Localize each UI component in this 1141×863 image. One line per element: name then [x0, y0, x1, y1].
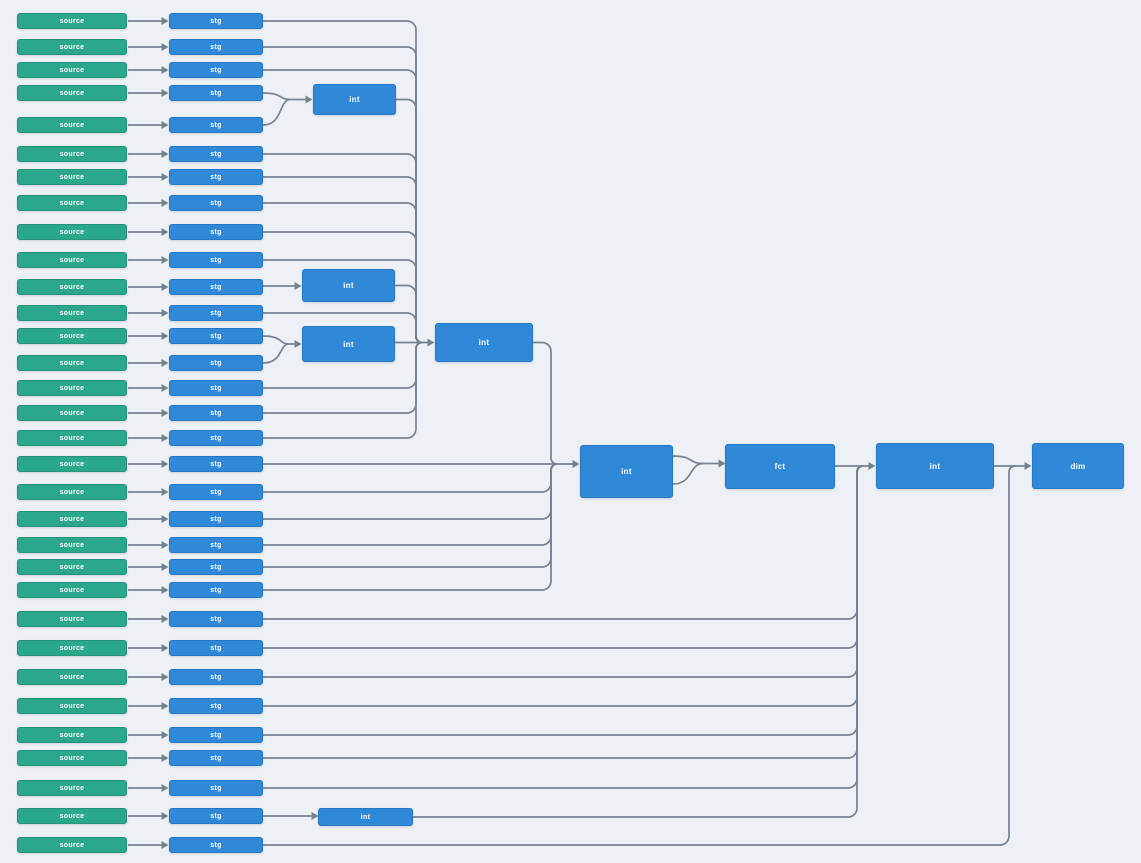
node-source-21[interactable]: source: [17, 537, 127, 553]
node-stg-22[interactable]: stg: [169, 559, 263, 575]
edge-trunk-into-int4: [263, 341, 423, 439]
edge-trunk-into-int6: [413, 465, 864, 818]
edge-int5-to-fct-double: [672, 455, 704, 465]
node-source-24[interactable]: source: [17, 611, 127, 627]
node-source-11[interactable]: source: [17, 279, 127, 295]
node-source-7[interactable]: source: [17, 169, 127, 185]
node-stg-32[interactable]: stg: [169, 837, 263, 853]
node-int4[interactable]: int: [435, 323, 533, 362]
edge-trunk-into-int4: [263, 312, 423, 344]
node-stg-7[interactable]: stg: [169, 169, 263, 185]
node-stg-27[interactable]: stg: [169, 698, 263, 714]
node-source-10[interactable]: source: [17, 252, 127, 268]
node-stg-2[interactable]: stg: [169, 39, 263, 55]
node-stg-20[interactable]: stg: [169, 511, 263, 527]
edge-trunk-into-dim: [263, 465, 1016, 846]
node-stg-13[interactable]: stg: [169, 328, 263, 344]
node-stg-11[interactable]: stg: [169, 279, 263, 295]
node-stg-19[interactable]: stg: [169, 484, 263, 500]
node-source-20[interactable]: source: [17, 511, 127, 527]
node-stg-15[interactable]: stg: [169, 380, 263, 396]
edge-stg4-stg5-to-int1: [262, 98, 291, 126]
node-stg-3[interactable]: stg: [169, 62, 263, 78]
node-stg-21[interactable]: stg: [169, 537, 263, 553]
node-stg-8[interactable]: stg: [169, 195, 263, 211]
edge-trunk-into-int6: [263, 465, 864, 736]
edge-stg13-stg14-to-int3: [262, 335, 290, 345]
node-stg-23[interactable]: stg: [169, 582, 263, 598]
edge-trunk-into-int6: [263, 465, 864, 789]
edge-trunk-into-int5: [263, 463, 558, 568]
edge-trunk-into-int5: [263, 463, 558, 591]
edge-trunk-into-int4: [396, 98, 423, 344]
node-stg-31[interactable]: stg: [169, 808, 263, 824]
node-stg-1[interactable]: stg: [169, 13, 263, 29]
node-source-3[interactable]: source: [17, 62, 127, 78]
node-source-13[interactable]: source: [17, 328, 127, 344]
node-source-30[interactable]: source: [17, 780, 127, 796]
node-stg-6[interactable]: stg: [169, 146, 263, 162]
node-stg-25[interactable]: stg: [169, 640, 263, 656]
edge-trunk-into-int6: [263, 465, 864, 678]
node-int5[interactable]: int: [580, 445, 673, 498]
node-source-9[interactable]: source: [17, 224, 127, 240]
node-source-22[interactable]: source: [17, 559, 127, 575]
node-stg-30[interactable]: stg: [169, 780, 263, 796]
node-int2[interactable]: int: [302, 269, 395, 302]
node-int3[interactable]: int: [302, 326, 395, 362]
node-source-12[interactable]: source: [17, 305, 127, 321]
edge-stg13-stg14-to-int3: [262, 343, 290, 364]
node-stg-29[interactable]: stg: [169, 750, 263, 766]
edge-trunk-into-int4: [395, 284, 423, 344]
node-source-27[interactable]: source: [17, 698, 127, 714]
node-source-4[interactable]: source: [17, 85, 127, 101]
node-source-23[interactable]: source: [17, 582, 127, 598]
node-source-28[interactable]: source: [17, 727, 127, 743]
node-source-32[interactable]: source: [17, 837, 127, 853]
node-source-18[interactable]: source: [17, 456, 127, 472]
node-int6[interactable]: int: [876, 443, 994, 489]
edge-stg4-stg5-to-int1: [262, 92, 291, 101]
node-int7[interactable]: int: [318, 808, 413, 826]
node-source-6[interactable]: source: [17, 146, 127, 162]
node-stg-28[interactable]: stg: [169, 727, 263, 743]
edge-trunk-into-int6: [263, 465, 864, 707]
node-stg-5[interactable]: stg: [169, 117, 263, 133]
node-source-29[interactable]: source: [17, 750, 127, 766]
node-stg-17[interactable]: stg: [169, 430, 263, 446]
node-int1[interactable]: int: [313, 84, 396, 115]
edge-trunk-into-int4: [263, 153, 423, 344]
node-source-16[interactable]: source: [17, 405, 127, 421]
node-stg-10[interactable]: stg: [169, 252, 263, 268]
node-stg-12[interactable]: stg: [169, 305, 263, 321]
node-stg-14[interactable]: stg: [169, 355, 263, 371]
node-stg-4[interactable]: stg: [169, 85, 263, 101]
node-source-5[interactable]: source: [17, 117, 127, 133]
node-fct[interactable]: fct: [725, 444, 835, 489]
node-source-31[interactable]: source: [17, 808, 127, 824]
edge-trunk-into-int6: [263, 465, 864, 649]
node-source-2[interactable]: source: [17, 39, 127, 55]
node-stg-24[interactable]: stg: [169, 611, 263, 627]
node-source-15[interactable]: source: [17, 380, 127, 396]
node-source-26[interactable]: source: [17, 669, 127, 685]
edge-trunk-into-int5: [263, 463, 558, 493]
node-stg-26[interactable]: stg: [169, 669, 263, 685]
edge-trunk-into-int6: [263, 465, 864, 759]
node-stg-18[interactable]: stg: [169, 456, 263, 472]
node-stg-9[interactable]: stg: [169, 224, 263, 240]
edge-int5-to-fct-double: [672, 462, 704, 485]
node-source-25[interactable]: source: [17, 640, 127, 656]
node-dim[interactable]: dim: [1032, 443, 1124, 489]
node-stg-16[interactable]: stg: [169, 405, 263, 421]
node-source-1[interactable]: source: [17, 13, 127, 29]
node-source-17[interactable]: source: [17, 430, 127, 446]
node-source-14[interactable]: source: [17, 355, 127, 371]
edge-trunk-into-int5: [533, 341, 558, 465]
node-source-8[interactable]: source: [17, 195, 127, 211]
edge-trunk-into-int5: [263, 463, 558, 546]
node-source-19[interactable]: source: [17, 484, 127, 500]
